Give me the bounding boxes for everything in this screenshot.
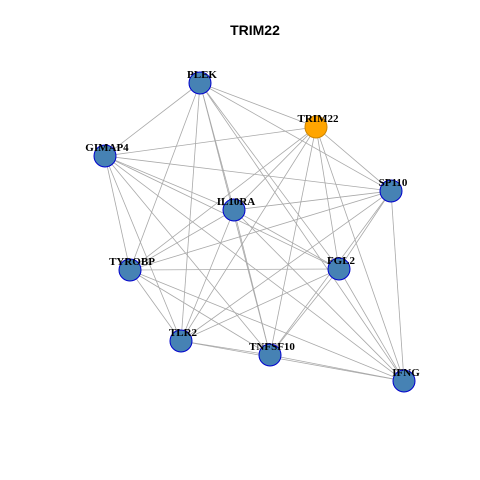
node-fgl2[interactable]	[327, 257, 351, 281]
edge-gimap4-fgl2	[104, 155, 340, 270]
node-label-tyrobp: TYROBP	[109, 256, 155, 268]
node-label-fgl2: FGL2	[327, 255, 356, 267]
node-tnfsf10[interactable]	[258, 343, 282, 367]
edge-plek-ifng	[199, 82, 405, 382]
edge-gimap4-tlr2	[104, 155, 182, 342]
edge-sp110-il10ra	[233, 190, 392, 211]
edge-tyrobp-tlr2	[129, 269, 182, 342]
node-label-plek: PLEK	[187, 69, 217, 81]
edge-gimap4-il10ra	[104, 155, 235, 211]
edge-tyrobp-ifng	[129, 269, 405, 382]
node-label-sp110: SP110	[379, 177, 408, 189]
edge-plek-tlr2	[180, 82, 201, 342]
edge-trim22-tnfsf10	[269, 126, 317, 356]
node-trim22[interactable]	[304, 115, 328, 139]
edge-fgl2-tnfsf10	[269, 268, 340, 356]
node-label-gimap4: GIMAP4	[85, 142, 129, 154]
edge-trim22-il10ra	[233, 126, 317, 211]
edge-plek-sp110	[199, 82, 392, 192]
edge-plek-tyrobp	[129, 82, 201, 271]
nodes-layer	[93, 71, 416, 393]
node-plek[interactable]	[188, 71, 212, 95]
node-tyrobp[interactable]	[118, 258, 142, 282]
edge-trim22-tyrobp	[129, 126, 317, 271]
node-sp110[interactable]	[379, 179, 403, 203]
edge-sp110-fgl2	[338, 190, 392, 270]
edge-tlr2-ifng	[180, 340, 405, 382]
edge-il10ra-fgl2	[233, 209, 340, 270]
edge-plek-trim22	[199, 82, 317, 128]
edge-fgl2-tlr2	[180, 268, 340, 342]
edge-il10ra-tnfsf10	[233, 209, 271, 356]
edge-gimap4-tnfsf10	[104, 155, 271, 356]
node-label-trim22: TRIM22	[298, 113, 339, 125]
edge-il10ra-tlr2	[180, 209, 235, 342]
edge-trim22-fgl2	[315, 126, 340, 270]
node-label-tlr2: TLR2	[169, 327, 198, 339]
node-label-tnfsf10: TNFSF10	[249, 341, 295, 353]
edge-trim22-gimap4	[104, 126, 317, 157]
diagram-title: TRIM22	[230, 22, 280, 38]
edge-fgl2-ifng	[338, 268, 405, 382]
edge-gimap4-tyrobp	[104, 155, 131, 271]
edge-gimap4-ifng	[104, 155, 405, 382]
edge-sp110-ifng	[390, 190, 405, 382]
edge-il10ra-ifng	[233, 209, 405, 382]
edge-tyrobp-fgl2	[129, 268, 340, 271]
node-ifng[interactable]	[392, 369, 416, 393]
edge-gimap4-sp110	[104, 155, 392, 192]
node-tlr2[interactable]	[169, 329, 193, 353]
node-il10ra[interactable]	[222, 198, 246, 222]
edge-plek-gimap4	[104, 82, 201, 157]
edge-tyrobp-tnfsf10	[129, 269, 271, 356]
edge-trim22-ifng	[315, 126, 405, 382]
node-gimap4[interactable]	[93, 144, 117, 168]
edge-sp110-tyrobp	[129, 190, 392, 271]
edge-il10ra-tyrobp	[129, 209, 235, 271]
edge-trim22-sp110	[315, 126, 392, 192]
edge-tnfsf10-ifng	[269, 354, 405, 382]
edge-sp110-tlr2	[180, 190, 392, 342]
edges-layer	[104, 82, 405, 382]
node-label-il10ra: IL10RA	[217, 196, 256, 208]
node-label-ifng: IFNG	[392, 367, 420, 379]
